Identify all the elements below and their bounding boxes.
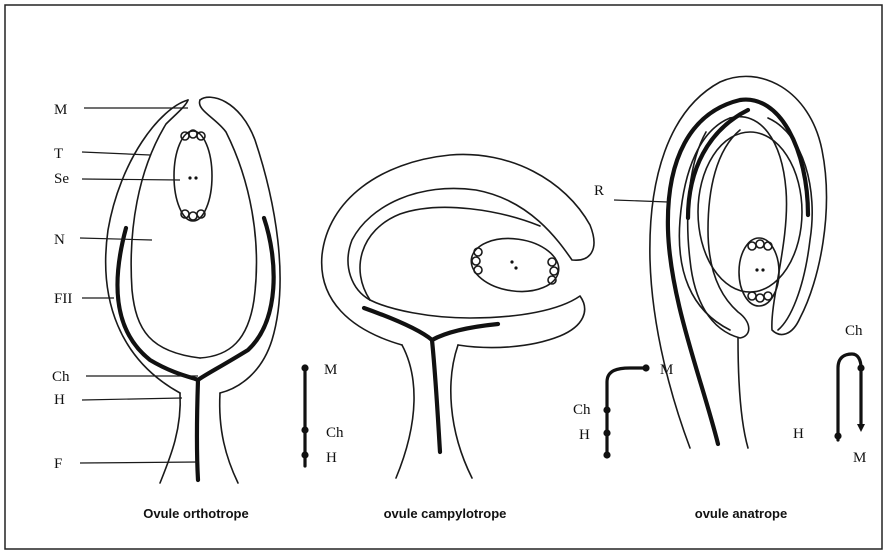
orthotrope-funicle-right (220, 393, 238, 483)
orthotrope-inner-integument-left (131, 100, 200, 358)
anatrope-schema-right-m: M (853, 450, 866, 466)
campylotrope-cells-left (472, 248, 482, 274)
orthotrope-ovule-drawing: M T Se N FII Ch H F M Ch H Ovule orthotr… (52, 97, 344, 521)
orthotrope-outer-integument-left (106, 100, 188, 393)
orthotrope-vascular-bundle (117, 218, 273, 380)
anatrope-funicle-right (738, 338, 748, 448)
orthotrope-funicle-left (160, 393, 180, 483)
campylotrope-funicle-right (451, 345, 472, 478)
anatrope-schema-left: M Ch H (573, 362, 673, 459)
label-f: F (54, 456, 62, 472)
label-m: M (54, 102, 67, 118)
anatrope-polar-nucleus-1 (755, 268, 758, 271)
label-se-leader (82, 179, 180, 180)
campylotrope-polar-nucleus-1 (510, 260, 513, 263)
orthotrope-schema-h: H (326, 450, 337, 466)
label-se: Se (54, 171, 69, 187)
campylotrope-cells-right (548, 258, 558, 284)
anatrope-caption: ovule anatrope (695, 506, 787, 521)
orthotrope-caption: Ovule orthotrope (143, 506, 248, 521)
label-n: N (54, 232, 65, 248)
label-t: T (54, 146, 63, 162)
campylotrope-embryo-sac (468, 233, 562, 297)
anatrope-schema-right-ch: Ch (845, 323, 863, 339)
orthotrope-schema: M Ch H (301, 362, 344, 466)
label-h-leader (82, 398, 182, 400)
orthotrope-antipodal-cells-bottom (181, 210, 205, 220)
label-n-leader (80, 238, 152, 240)
anatrope-schema-right: Ch H M (793, 323, 866, 466)
orthotrope-polar-nucleus-1 (188, 176, 191, 179)
anatrope-schema-left-ch: Ch (573, 402, 591, 418)
figure-frame (5, 5, 882, 549)
label-t-leader (82, 152, 150, 155)
campylotrope-vascular-bundle (364, 308, 498, 340)
campylotrope-inner-integument (360, 207, 540, 300)
label-fii: FII (54, 291, 72, 307)
anatrope-ovule-drawing: R M Ch H Ch H M ovule anatrope (573, 76, 866, 521)
anatrope-schema-left-m: M (660, 362, 673, 378)
orthotrope-outer-integument-right (200, 97, 280, 393)
anatrope-cells-top (748, 240, 772, 250)
campylotrope-caption: ovule campylotrope (384, 506, 507, 521)
orthotrope-schema-m: M (324, 362, 337, 378)
label-r: R (594, 183, 604, 199)
anatrope-polar-nucleus-2 (761, 268, 764, 271)
campylotrope-funicle-left (396, 345, 414, 478)
campylotrope-ovule-drawing: ovule campylotrope (322, 154, 594, 521)
anatrope-raphe-vascular-bundle (668, 100, 808, 444)
anatrope-inner-integument-left (688, 130, 749, 338)
anatrope-schema-left-h: H (579, 427, 590, 443)
orthotrope-polar-nucleus-2 (194, 176, 197, 179)
campylotrope-polar-nucleus-2 (514, 266, 517, 269)
orthotrope-inner-integument-right (199, 100, 256, 358)
orthotrope-funicle-vascular-strand (197, 380, 198, 480)
label-f-leader (80, 462, 198, 463)
campylotrope-funicle-vascular-strand (432, 340, 440, 452)
orthotrope-embryo-sac (174, 131, 212, 221)
orthotrope-schema-ch: Ch (326, 425, 344, 441)
label-ch: Ch (52, 369, 70, 385)
anatrope-cells-bottom (748, 292, 772, 302)
anatrope-schema-right-h: H (793, 426, 804, 442)
label-r-leader (614, 200, 668, 202)
label-h: H (54, 392, 65, 408)
